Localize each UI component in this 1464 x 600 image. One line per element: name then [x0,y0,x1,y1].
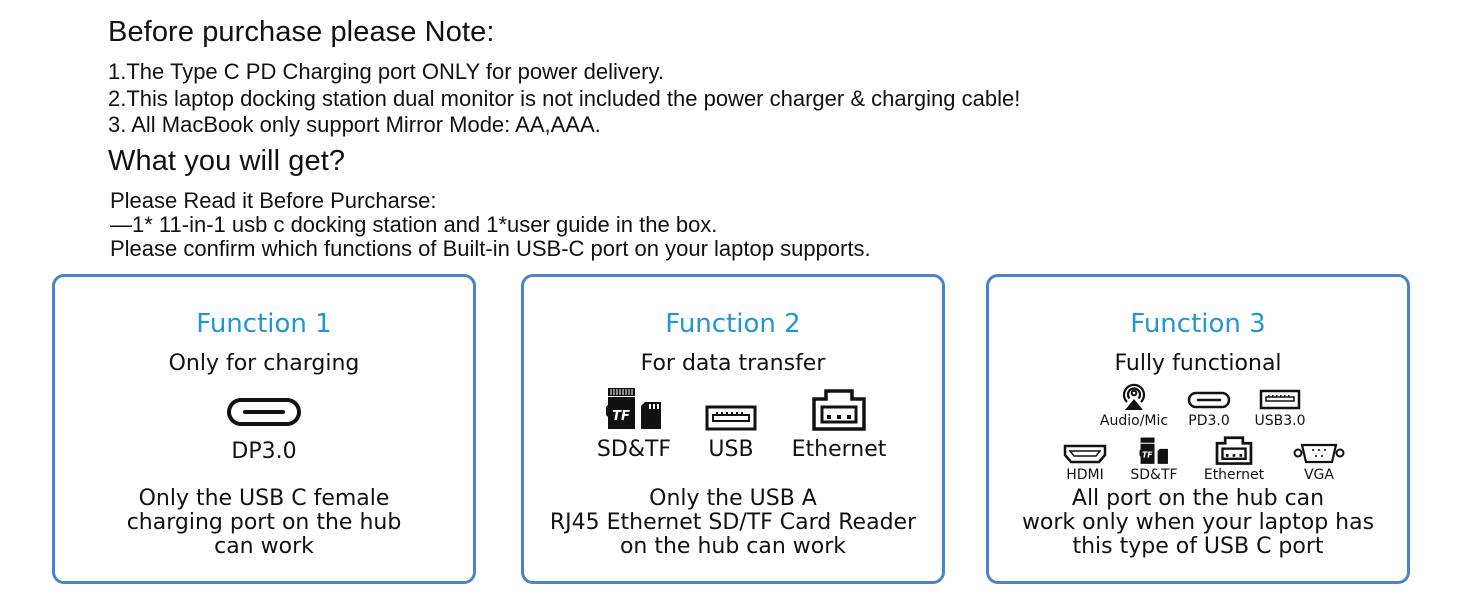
usb-c-icon [1187,391,1231,409]
port-hdmi: HDMI [1055,441,1115,483]
port-sd-tf: TF SD&TF [1124,437,1184,483]
card-title: Function 1 [196,309,332,339]
card-subtitle: Fully functional [1114,351,1282,376]
desc-line: RJ45 Ethernet SD/TF Card Reader [549,510,917,535]
desc-line: work only when your laptop has [1021,510,1375,535]
port-vga: VGA [1284,441,1354,483]
function-card-2: Function 2 For data transfer TF SD&TF US… [521,274,945,584]
desc-line: charging port on the hub [126,510,402,535]
port-label: USB [708,437,754,462]
port-label: SD&TF [1130,467,1178,483]
sd-tf-card-icon: TF [1139,437,1168,464]
function-card-3: Function 3 Fully functional Audio/Mic PD… [986,274,1410,584]
port-usb: USB [681,387,781,462]
desc-line: Only the USB C female [138,486,390,511]
package-line-1: Please Read it Before Purcharse: [110,188,437,213]
port-label: VGA [1303,467,1334,483]
notes-heading: Before purchase please Note: [108,16,495,48]
card-subtitle: For data transfer [640,351,826,376]
port-ethernet: Ethernet [779,387,899,462]
ethernet-icon [1215,436,1253,465]
note-line-2: 2.This laptop docking station dual monit… [108,86,1021,111]
desc-line: Only the USB A [649,486,817,511]
note-line-3: 3. All MacBook only support Mirror Mode:… [108,112,601,137]
port-pd: PD3.0 [1179,387,1239,429]
port-audio-mic: Audio/Mic [1089,381,1179,429]
hdmi-icon [1063,444,1107,464]
card-description: Only the USB C female charging port on t… [55,487,473,559]
port-label: Audio/Mic [1099,413,1169,429]
card-title: Function 3 [1130,309,1266,339]
card-description: All port on the hub can work only when y… [989,487,1407,559]
desc-line: on the hub can work [619,534,847,559]
audio-mic-icon [1122,383,1146,410]
port-label: PD3.0 [1188,413,1230,429]
note-line-1: 1.The Type C PD Charging port ONLY for p… [108,59,664,84]
svg-text:TF: TF [1142,451,1153,460]
card-title: Function 2 [665,309,801,339]
card-subtitle: Only for charging [168,351,360,376]
port-label: Ethernet [791,437,887,462]
sd-tf-card-icon: TF [606,388,661,429]
port-label: Ethernet [1203,467,1265,483]
port-label: SD&TF [596,437,672,462]
card-description: Only the USB A RJ45 Ethernet SD/TF Card … [524,487,942,559]
usb-a-icon [705,405,757,431]
port-label: HDMI [1066,467,1104,483]
port-label: USB3.0 [1254,413,1306,429]
port-usb3: USB3.0 [1245,385,1315,429]
vga-icon [1293,443,1345,464]
ethernet-icon [812,389,866,431]
port-label: DP3.0 [231,439,297,464]
package-heading: What you will get? [108,145,346,177]
desc-line: All port on the hub can [1071,486,1325,511]
port-dp: DP3.0 [55,397,473,464]
package-line-3: Please confirm which functions of Built-… [110,236,871,261]
usb-c-icon [227,398,301,426]
svg-text:TF: TF [612,409,630,424]
desc-line: this type of USB C port [1072,534,1324,559]
desc-line: can work [214,534,314,559]
port-sd-tf: TF SD&TF [584,387,684,462]
package-line-2: —1* 11-in-1 usb c docking station and 1*… [110,212,718,237]
port-ethernet: Ethernet [1199,435,1269,483]
usb-a-icon [1259,389,1301,410]
function-card-1: Function 1 Only for charging DP3.0 Only … [52,274,476,584]
